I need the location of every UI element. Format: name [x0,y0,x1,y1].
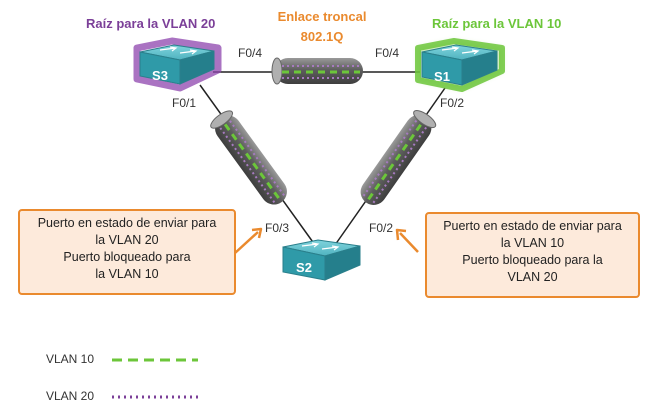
port-s2-f02: F0/2 [369,221,394,235]
callout-left: Puerto en estado de enviar para la VLAN … [18,209,236,295]
callout-right-line4: VLAN 20 [507,270,558,284]
switch-s1-label: S1 [434,69,450,84]
port-s3-f04: F0/4 [238,46,263,60]
callout-right-line2: la VLAN 10 [500,236,565,250]
trunk-label-line2: 802.1Q [300,29,344,44]
switch-s3-label: S3 [152,68,168,83]
port-s3-f01: F0/1 [172,96,197,110]
root-vlan20-label: Raíz para la VLAN 20 [86,16,216,31]
callout-right-line3: Puerto bloqueado para la [462,253,603,267]
switch-s2[interactable] [282,239,361,281]
legend-vlan10-label: VLAN 10 [46,352,95,366]
port-s2-f03: F0/3 [265,221,290,235]
port-s1-f02: F0/2 [440,96,465,110]
callout-left-line1: Puerto en estado de enviar para [37,216,217,230]
callout-left-line4: la VLAN 10 [95,267,159,281]
callout-left-line2: la VLAN 20 [95,233,159,247]
callout-left-line3: Puerto bloqueado para [63,250,191,264]
trunk-tube-top [271,57,363,85]
trunk-tube-right [360,110,437,205]
trunk-tube-left [210,110,287,205]
switch-s2-label: S2 [296,260,312,275]
port-s1-f04: F0/4 [375,46,400,60]
switch-s3[interactable] [133,37,222,92]
callout-left-arrow [234,227,263,254]
legend-vlan20-label: VLAN 20 [46,389,95,403]
callout-right: Puerto en estado de enviar para la VLAN … [425,212,640,298]
root-vlan10-label: Raíz para la VLAN 10 [432,16,562,31]
trunk-label: Enlace troncal 802.1Q [262,7,382,47]
callout-right-line1: Puerto en estado de enviar para [443,219,622,233]
callout-right-arrow [395,228,419,253]
switch-s1[interactable] [415,38,505,92]
trunk-label-line1: Enlace troncal [277,9,367,24]
